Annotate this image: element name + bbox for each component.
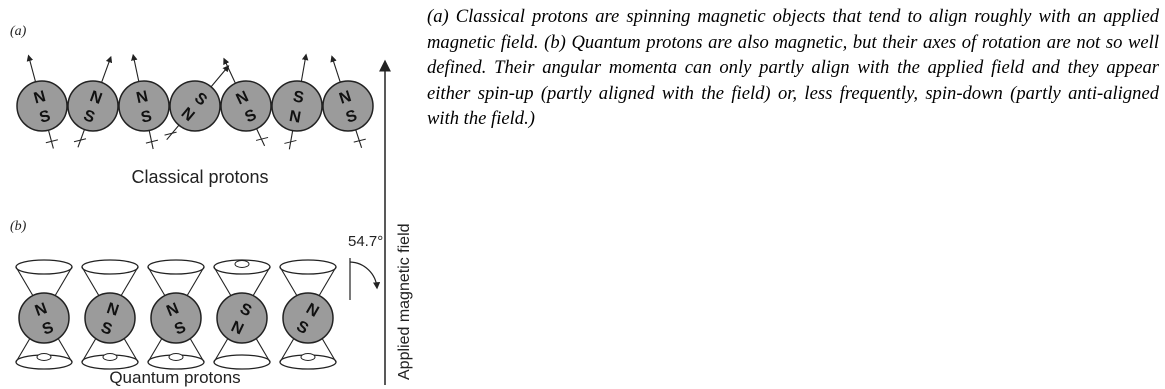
classical-proton: SN xyxy=(164,65,230,141)
panel-label-a: (a) xyxy=(10,24,27,39)
classical-proton: SN xyxy=(271,53,323,150)
classical-proton: NS xyxy=(220,57,272,147)
svg-text:N: N xyxy=(337,88,353,108)
svg-text:N: N xyxy=(88,88,105,108)
quantum-proton: NS xyxy=(147,259,205,370)
field-axis-label: Applied magnetic field xyxy=(396,223,413,380)
svg-text:S: S xyxy=(292,88,306,107)
figure-caption: (a) Classical protons are spinning magne… xyxy=(427,6,1159,129)
classical-proton: NS xyxy=(118,53,170,150)
svg-text:N: N xyxy=(105,300,121,320)
classical-proton: NS xyxy=(67,55,119,148)
svg-text:S: S xyxy=(139,108,153,127)
panel-label-b: (b) xyxy=(10,219,27,234)
quantum-proton: NS xyxy=(279,259,337,370)
angle-annotation: 54.7° xyxy=(348,233,383,300)
svg-text:N: N xyxy=(135,88,150,107)
magnetic-field-axis: Applied magnetic field xyxy=(379,59,413,385)
classical-protons-caption: Classical protons xyxy=(131,167,268,187)
svg-text:N: N xyxy=(32,88,48,107)
quantum-proton: NS xyxy=(81,259,139,370)
classical-proton: NS xyxy=(16,54,68,149)
svg-text:N: N xyxy=(288,108,302,127)
svg-text:S: S xyxy=(38,107,53,126)
quantum-protons-caption: Quantum protons xyxy=(109,368,240,387)
svg-text:N: N xyxy=(33,300,50,320)
quantum-proton: NS xyxy=(15,259,73,370)
angle-label: 54.7° xyxy=(348,233,383,250)
quantum-proton: SN xyxy=(213,259,271,370)
classical-proton: NS xyxy=(322,55,374,149)
